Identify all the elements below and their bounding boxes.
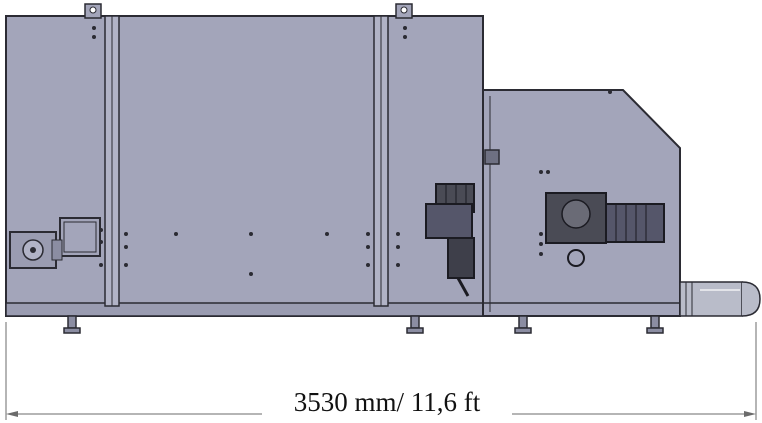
dimension-arrow-right <box>744 411 756 417</box>
dimension-arrow-left <box>6 411 18 417</box>
cabinet-base-strip <box>5 302 484 317</box>
side-unit-bolts <box>539 90 612 256</box>
overall-length-label: 3530 mm/ 11,6 ft <box>262 384 512 420</box>
side-unit-motor <box>545 192 665 267</box>
side-unit-port <box>484 149 500 165</box>
lifting-lug-right <box>395 3 413 19</box>
lifting-lug-left <box>84 3 102 19</box>
cabinet-motor <box>425 183 475 297</box>
leveling-feet <box>63 315 664 334</box>
left-gearbox <box>9 217 101 269</box>
exhaust-duct <box>679 281 761 317</box>
main-cabinet <box>5 15 484 317</box>
bolt-dots-top <box>92 26 407 39</box>
